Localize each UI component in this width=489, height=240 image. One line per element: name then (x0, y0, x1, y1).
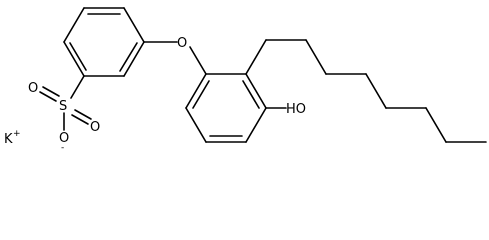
chemical-structure: O HO S O O O - K + (4, 7, 487, 151)
bond (123, 7, 145, 43)
double-bond (74, 109, 92, 120)
bond (189, 46, 207, 75)
bond (365, 73, 387, 109)
double-bond-inner (242, 80, 260, 109)
double-bond-inner (192, 80, 210, 109)
ether-linkage (143, 41, 207, 75)
bond (123, 41, 145, 77)
double-bond-inner (119, 42, 138, 72)
bond (63, 7, 85, 43)
bond (70, 75, 85, 99)
sulfonate-group (39, 75, 92, 131)
bond (185, 107, 207, 143)
bond (245, 73, 267, 109)
sulfonyl-oxygen-label: O (28, 81, 38, 96)
double-bond-inner (69, 42, 87, 71)
ether-oxygen-label: O (177, 36, 187, 51)
bond (63, 41, 85, 77)
bond (425, 107, 447, 143)
octyl-chain (245, 39, 487, 143)
sulfonyl-oxygen-label: O (90, 120, 100, 135)
anionic-oxygen-label: O (59, 131, 69, 146)
bond (305, 39, 327, 75)
double-bond (39, 91, 57, 102)
benzene-ring-b (185, 73, 267, 143)
counterion-label: K (4, 132, 13, 147)
sulfur-label: S (59, 99, 67, 114)
bond (245, 107, 267, 143)
hydroxyl-label: HO (286, 102, 306, 117)
bond (185, 73, 207, 109)
counterion-charge: + (13, 129, 21, 139)
benzene-ring-a (63, 7, 145, 77)
double-bond (42, 86, 60, 97)
double-bond (71, 114, 89, 125)
bond (245, 39, 267, 75)
anion-charge: - (61, 143, 64, 151)
